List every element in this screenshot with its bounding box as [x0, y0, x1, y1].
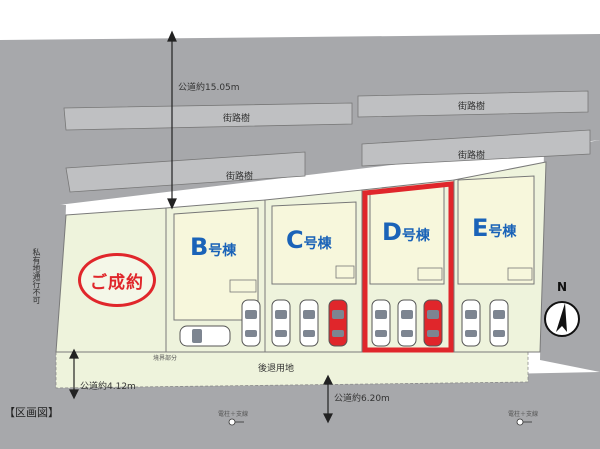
tree-strip-4 [361, 129, 591, 167]
tree-strip-1 [63, 102, 353, 131]
building-d-porch [417, 267, 443, 281]
utility-pole-right-icon [516, 418, 532, 426]
parked-car-icon [397, 299, 417, 347]
road-south-left-label: 公道約4.12m [80, 382, 136, 392]
private-road-label: 私有地通行不可 [32, 248, 41, 304]
parked-car-icon [423, 299, 443, 347]
north-label: N [556, 280, 568, 294]
dimension-south-right [323, 374, 333, 424]
parked-car-icon [271, 299, 291, 347]
setback-strip [55, 343, 529, 389]
parked-car-icon [299, 299, 319, 347]
building-c [271, 201, 357, 285]
setback-label: 後退用地 [258, 364, 295, 374]
tree-strip-3 [65, 151, 306, 193]
road-south [0, 372, 600, 449]
lot-c-letter: C [286, 226, 304, 254]
pole-note-left: 電柱＋支線 [218, 411, 249, 418]
pole-note-right: 電柱＋支線 [508, 411, 539, 418]
utility-pole-left-icon [228, 418, 244, 426]
lot-b-label: B号棟 [190, 233, 236, 261]
lot-e-letter: E [472, 214, 489, 242]
dimension-north [167, 30, 177, 210]
road-west-private [0, 200, 66, 390]
parked-car-icon [179, 325, 231, 347]
road-north-label: 公道約15.05m [178, 83, 240, 93]
parked-car-icon [461, 299, 481, 347]
lot-c-label: C号棟 [286, 226, 332, 254]
dimension-south-left [69, 348, 79, 400]
boundary-note: 境界部分 [153, 355, 178, 362]
street-tree-label-2: 街路樹 [458, 102, 486, 112]
building-b-porch [229, 279, 257, 293]
lot-a-sold-stamp: ご成約 [78, 253, 156, 307]
lot-b-letter: B [190, 233, 209, 261]
legend-label: 【区画図】 [4, 406, 59, 419]
tree-strip-2 [357, 90, 589, 118]
building-e-porch [507, 267, 533, 281]
parked-car-icon [371, 299, 391, 347]
north-arrow-icon [544, 301, 580, 337]
north-arrow: N [541, 280, 583, 342]
lot-e-suffix: 号棟 [488, 224, 517, 240]
parked-car-icon [489, 299, 509, 347]
street-tree-label-1: 街路樹 [223, 114, 251, 124]
road-south-right-label: 公道約6.20m [334, 394, 390, 404]
building-c-porch [335, 265, 355, 279]
lot-c-suffix: 号棟 [303, 236, 332, 252]
parked-car-icon [241, 299, 261, 347]
building-e [457, 175, 535, 285]
lot-d-label: D号棟 [382, 218, 430, 246]
parked-car-icon [328, 299, 348, 347]
street-tree-label-4: 街路樹 [458, 151, 486, 161]
parking-cars [179, 299, 509, 347]
lot-d-suffix: 号棟 [401, 228, 430, 244]
street-tree-label-3: 街路樹 [226, 172, 254, 182]
lot-b-suffix: 号棟 [208, 243, 237, 259]
lot-e-label: E号棟 [472, 214, 516, 242]
lot-d-highlight [362, 181, 454, 353]
lot-d-letter: D [382, 218, 402, 246]
